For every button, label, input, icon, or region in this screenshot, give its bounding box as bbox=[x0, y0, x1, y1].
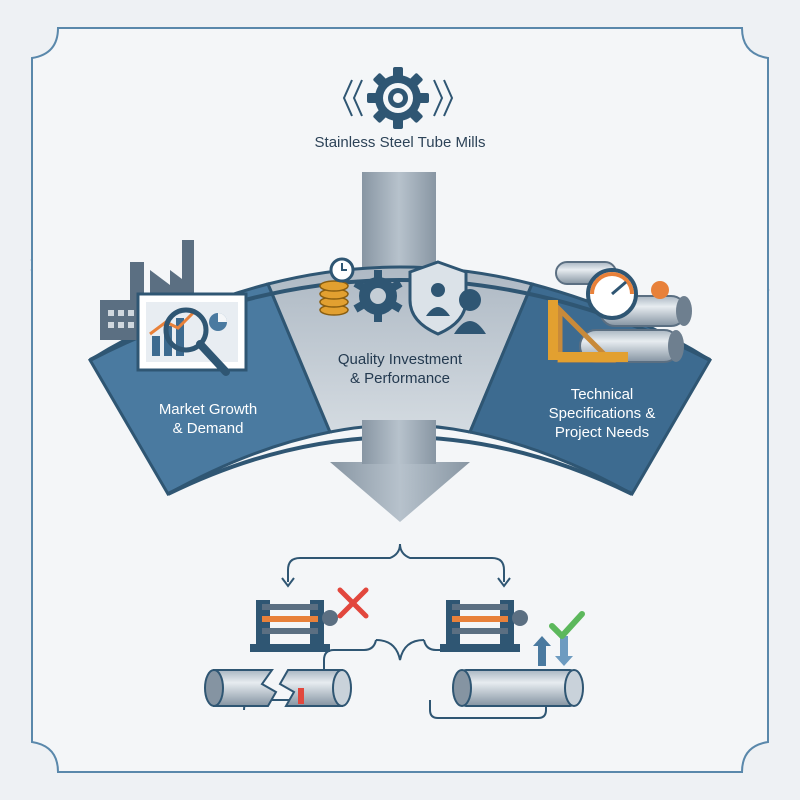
technical-specs-icon bbox=[548, 261, 692, 363]
quality-investment-icon bbox=[319, 257, 486, 336]
segment-label-market: Market Growth & Demand bbox=[158, 401, 258, 437]
segment-label-quality: Quality Investment & Performance bbox=[337, 351, 463, 387]
intact-pipe bbox=[452, 669, 584, 707]
page-title: Stainless Steel Tube Mills bbox=[314, 134, 486, 151]
adjust-arrows-icon bbox=[533, 636, 573, 666]
red-cross-icon bbox=[337, 587, 369, 619]
funnel-arrow-head bbox=[330, 462, 470, 522]
green-check-icon bbox=[549, 611, 585, 639]
mill-machine-left bbox=[250, 600, 338, 652]
gear-logo-icon bbox=[342, 67, 454, 129]
cracked-pipe bbox=[204, 669, 352, 707]
curved-band bbox=[87, 265, 713, 497]
segment-label-technical: Technical Specifications & Project Needs bbox=[548, 386, 656, 441]
market-analysis-icon bbox=[100, 240, 248, 376]
mill-machine-right bbox=[440, 600, 528, 652]
